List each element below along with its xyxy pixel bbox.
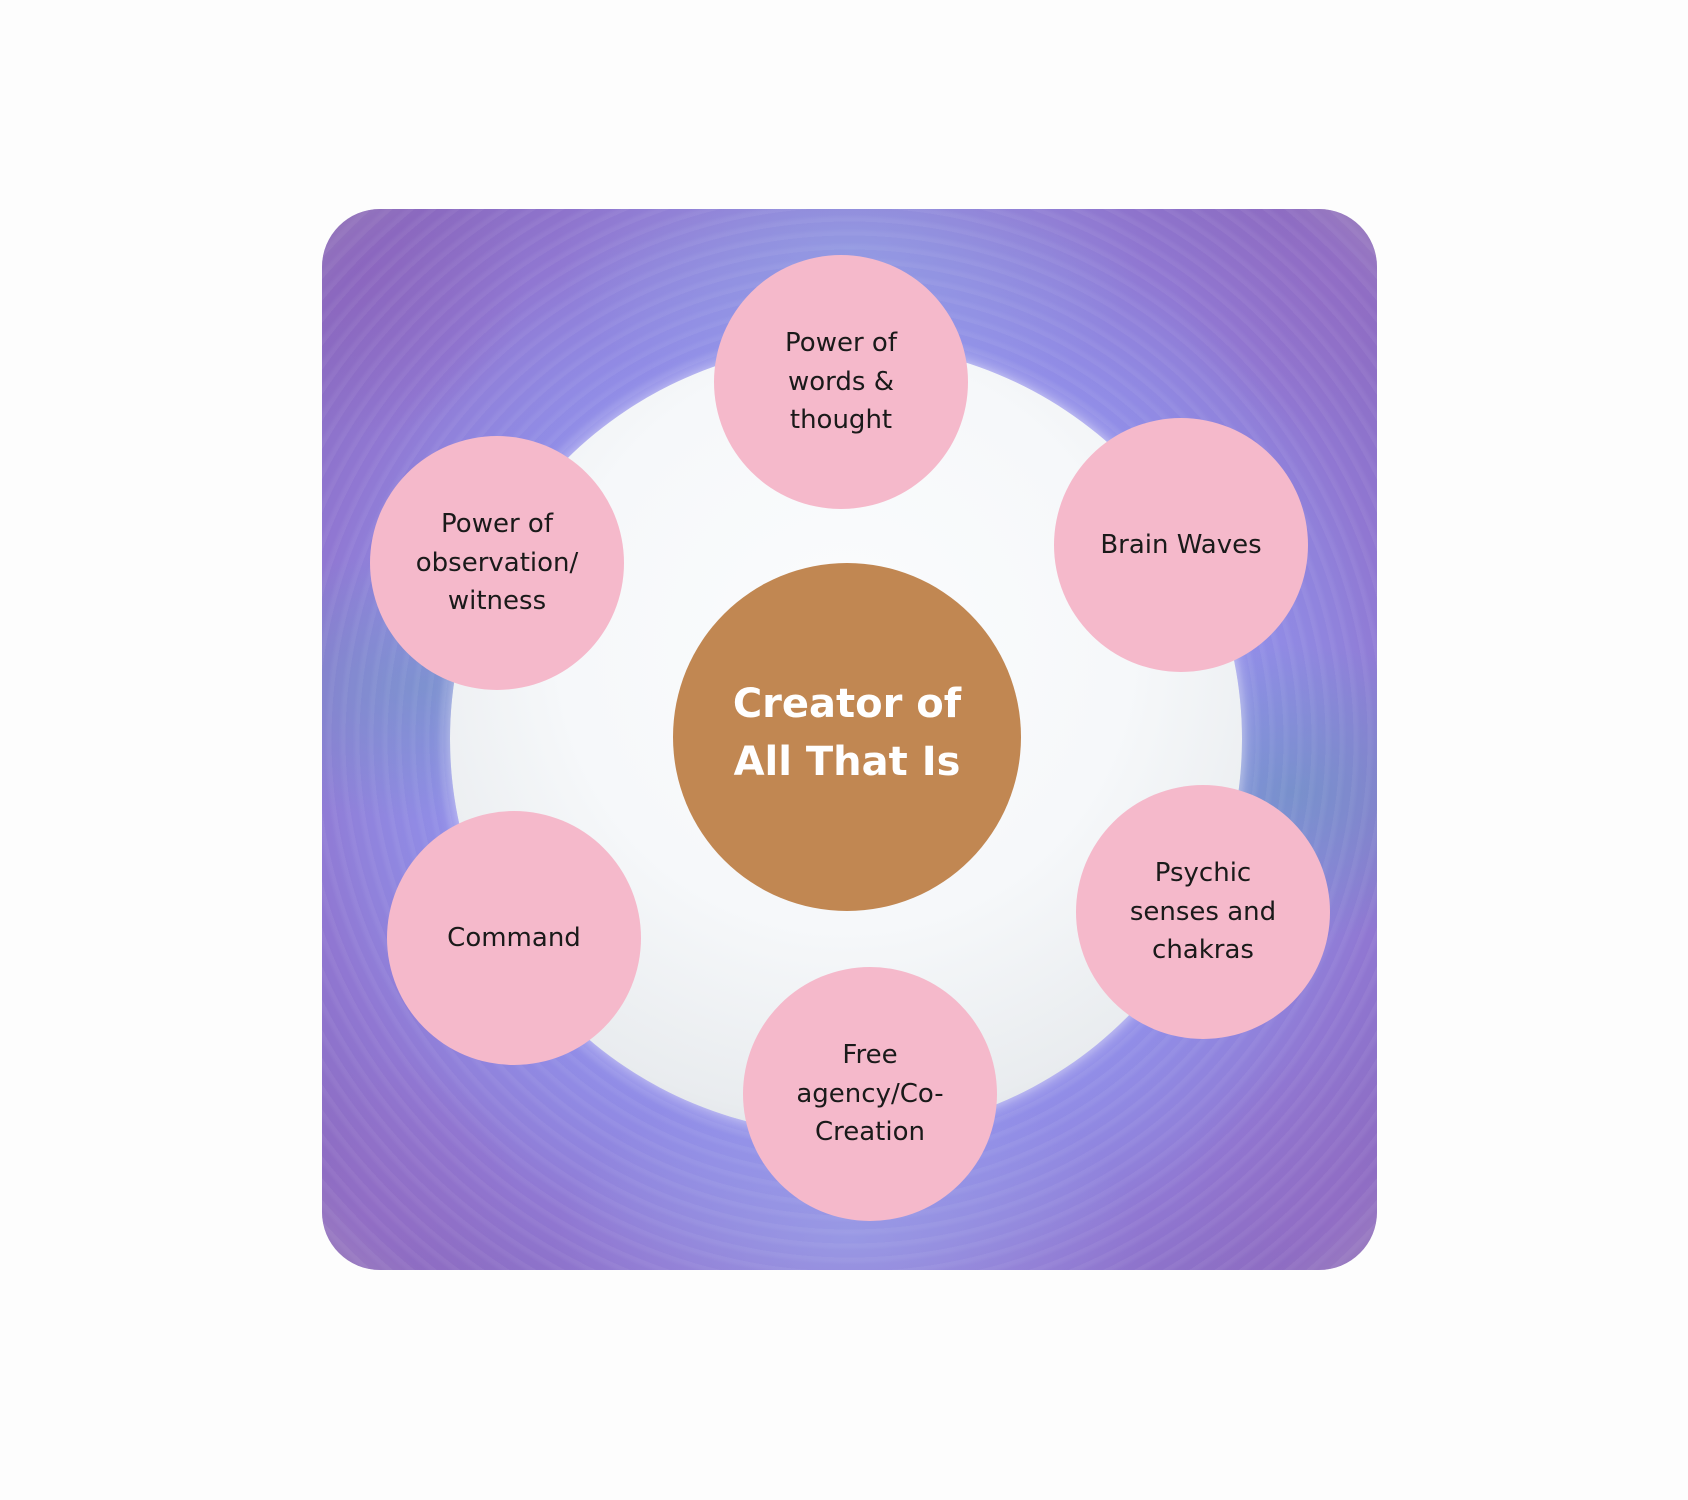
node-label-free-agency: Free agency/Co-Creation: [796, 1040, 944, 1148]
node-label-command: Command: [447, 922, 581, 953]
node-command: Command: [387, 811, 641, 1065]
node-brain-waves: Brain Waves: [1054, 418, 1308, 672]
node-psychic-senses: Psychic senses and chakras: [1076, 785, 1330, 1039]
node-free-agency: Free agency/Co-Creation: [743, 967, 997, 1221]
node-observation: Power of observation/ witness: [370, 436, 624, 690]
node-label-words-thought: Power of words & thought: [785, 328, 897, 436]
center-label: Creator of All That Is: [732, 681, 962, 785]
node-label-psychic-senses: Psychic senses and chakras: [1129, 858, 1277, 966]
node-words-thought: Power of words & thought: [714, 255, 968, 509]
center-node: Creator of All That Is: [673, 563, 1021, 911]
node-label-brain-waves: Brain Waves: [1100, 529, 1262, 560]
node-label-observation: Power of observation/ witness: [415, 509, 579, 617]
